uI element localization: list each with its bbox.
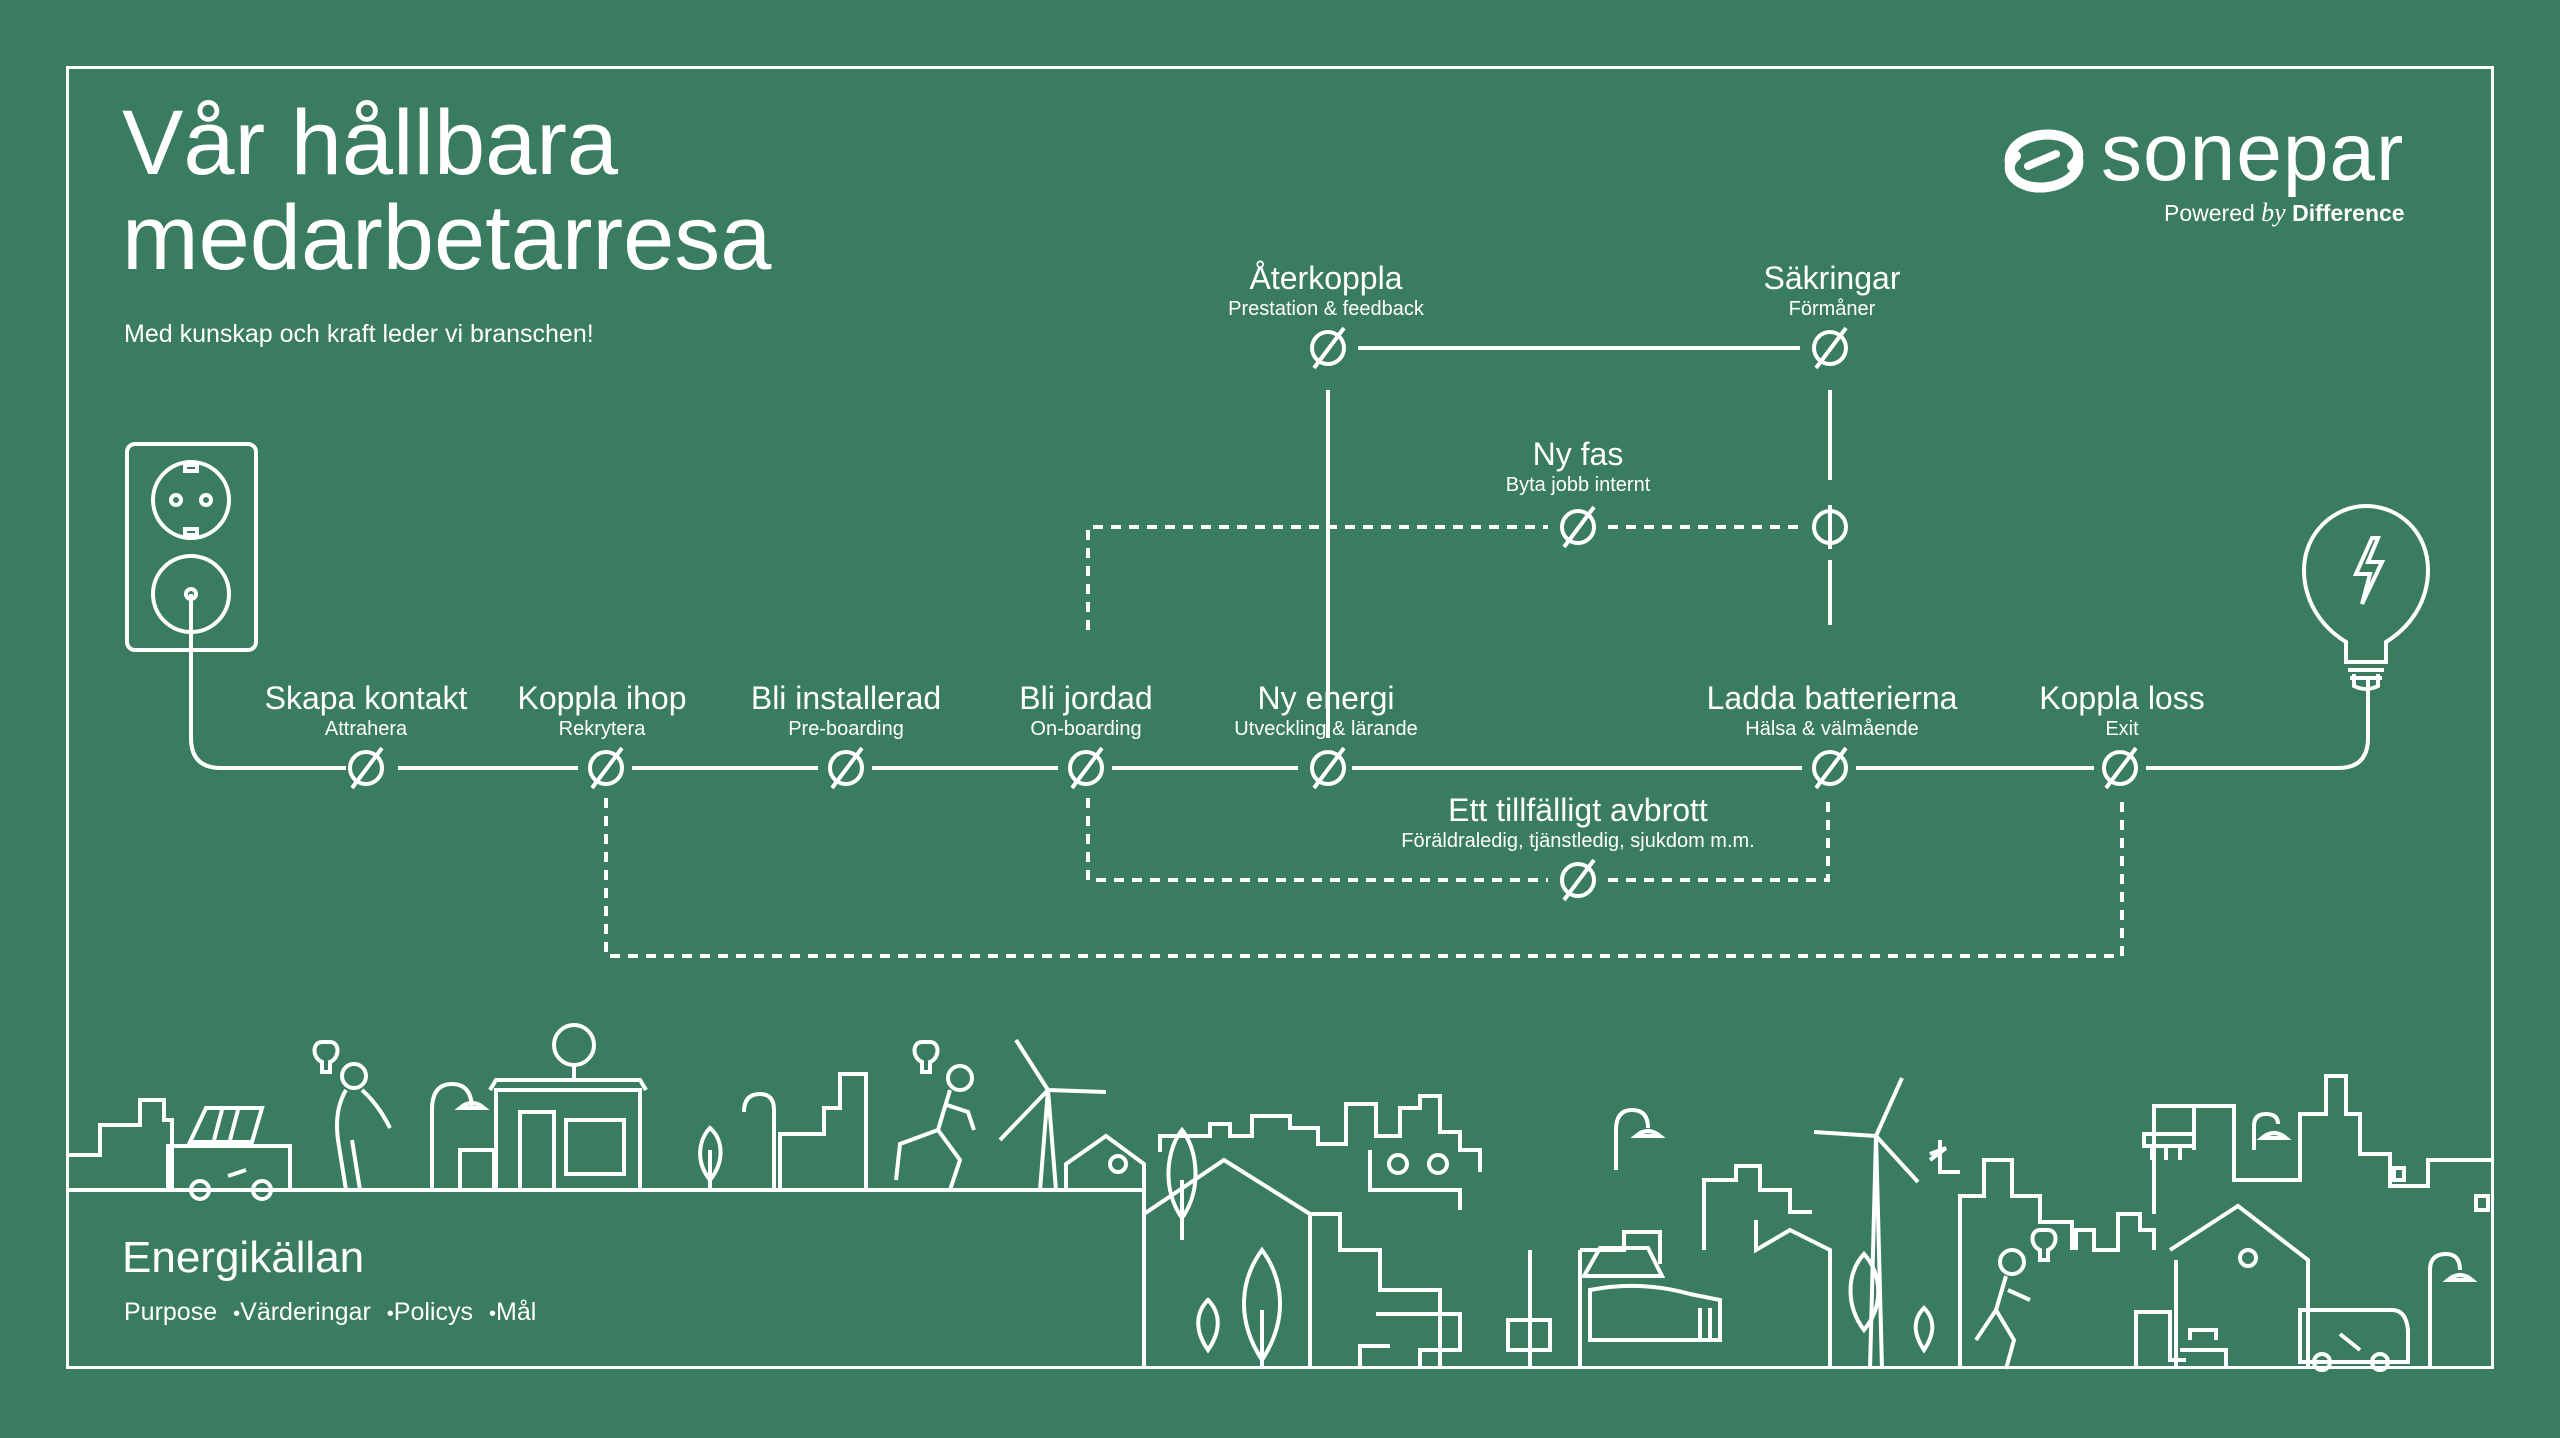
step-title: Koppla ihop [517, 680, 687, 716]
step-title: Återkoppla [1249, 260, 1403, 296]
step-sub: Attrahera [324, 718, 408, 740]
footer-separator: • [386, 1303, 394, 1325]
cityscape-illustration [66, 1023, 2494, 1372]
lightbulb-icon [2301, 503, 2431, 691]
tag-powered: Powered [2164, 200, 2255, 226]
step-sub: Prestation & feedback [1228, 298, 1424, 320]
footer-link-mal[interactable]: Mål [496, 1298, 537, 1326]
sonepar-logo: sonepar Powered by Difference [1998, 107, 2438, 232]
node-ny-fas [1560, 505, 1596, 549]
journey-nodes [348, 326, 2138, 902]
step-koppla-ihop: Koppla ihop Rekrytera [517, 680, 686, 742]
step-sub: Utveckling & lärande [1234, 718, 1418, 740]
logo-wordmark: sonepar [2101, 107, 2405, 198]
footer-link-varderingar[interactable]: Värderingar [240, 1298, 371, 1326]
page-title-line2: medarbetarresa [122, 187, 772, 289]
footer-link-purpose[interactable]: Purpose [124, 1298, 218, 1326]
node-aterkoppla [1310, 326, 1346, 370]
step-sub: Hälsa & välmående [1745, 718, 1919, 740]
step-aterkoppla: Återkoppla Prestation & feedback [1228, 260, 1424, 322]
step-title: Ett tillfälligt avbrott [1448, 792, 1708, 828]
node-tillfalligt-avbrott [1560, 858, 1596, 902]
footer-link-policys[interactable]: Policys [393, 1298, 473, 1326]
footer-title: Energikällan [122, 1233, 365, 1282]
step-sub: Föräldraledig, tjänstledig, sjukdom m.m. [1401, 830, 1755, 852]
node-bli-installerad [828, 746, 864, 790]
step-koppla-loss: Koppla loss Exit [2039, 680, 2204, 742]
step-title: Säkringar [1763, 260, 1901, 296]
tag-by: by [2261, 198, 2286, 227]
step-sakringar: Säkringar Förmåner [1764, 260, 1901, 322]
step-sub: Pre-boarding [788, 718, 904, 740]
tag-difference: Difference [2292, 200, 2405, 226]
logo-tagline: Powered by Difference [2164, 198, 2405, 228]
step-bli-jordad: Bli jordad On-boarding [1019, 680, 1152, 742]
step-title: Ladda batterierna [1706, 680, 1958, 716]
footer-separator: • [233, 1303, 241, 1325]
page-title-line1: Vår hållbara [122, 92, 619, 194]
node-sakringar [1812, 326, 1848, 370]
node-bli-jordad [1068, 746, 1104, 790]
step-ladda-batterierna: Ladda batterierna Hälsa & välmående [1707, 680, 1958, 742]
node-junction [1812, 505, 1848, 549]
step-sub: Förmåner [1788, 298, 1876, 320]
step-title: Koppla loss [2039, 680, 2205, 716]
step-ny-fas: Ny fas Byta jobb internt [1506, 436, 1651, 498]
page-title: Vår hållbara medarbetarresa [122, 96, 771, 286]
node-ny-energi [1310, 746, 1346, 790]
step-skapa-kontakt: Skapa kontakt Attrahera [265, 680, 468, 742]
step-ny-energi: Ny energi Utveckling & lärande [1234, 680, 1417, 742]
node-koppla-loss [2102, 746, 2138, 790]
footer-separator: • [488, 1303, 496, 1325]
step-title: Ny fas [1532, 436, 1624, 472]
step-title: Bli jordad [1019, 680, 1153, 716]
step-sub: Byta jobb internt [1505, 474, 1651, 496]
step-tillfalligt-avbrott: Ett tillfälligt avbrott Föräldraledig, t… [1401, 792, 1754, 854]
node-koppla-ihop [588, 746, 624, 790]
step-sub: On-boarding [1030, 718, 1142, 740]
page-subtitle: Med kunskap och kraft leder vi branschen… [124, 320, 594, 348]
node-ladda-batterierna [1812, 746, 1848, 790]
step-title: Bli installerad [750, 680, 942, 716]
step-bli-installerad: Bli installerad Pre-boarding [751, 680, 941, 742]
node-skapa-kontakt [348, 746, 384, 790]
frame-border [66, 66, 2494, 1369]
sonepar-mark-icon [2004, 129, 2084, 193]
step-sub: Rekrytera [558, 718, 646, 740]
step-title: Skapa kontakt [264, 680, 468, 716]
step-title: Ny energi [1257, 680, 1395, 716]
footer-links: Purpose•Värderingar•Policys•Mål [124, 1298, 536, 1327]
step-sub: Exit [2105, 718, 2139, 740]
